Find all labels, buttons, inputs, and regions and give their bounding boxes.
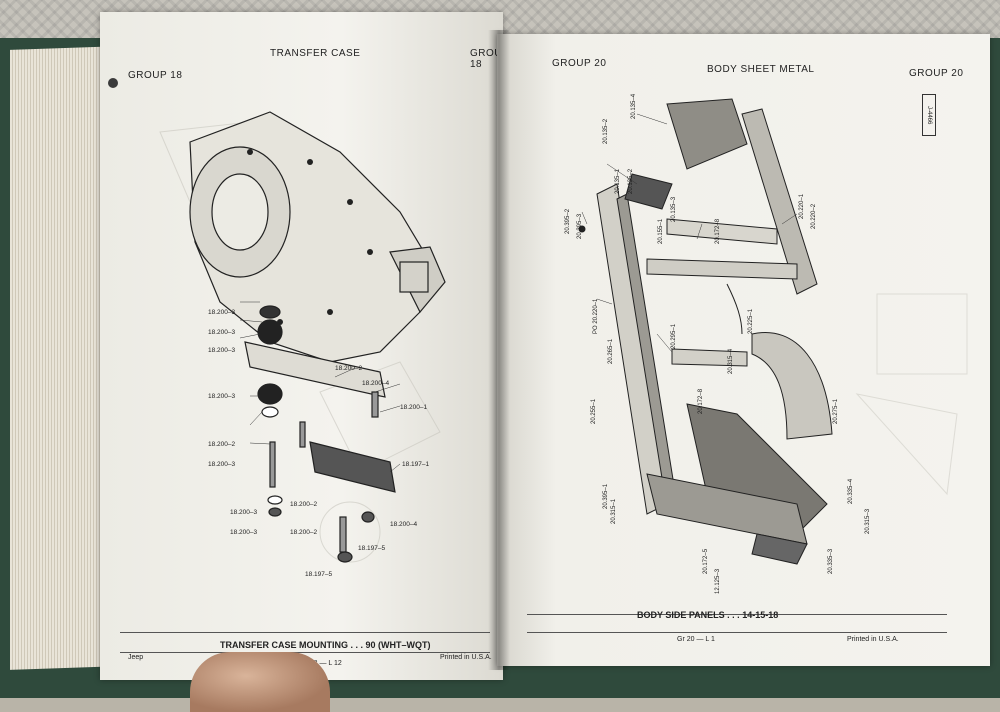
transfer-case-diagram: 18.200–3 18.200–3 18.200–3 18.200–2 18.2… bbox=[159, 111, 446, 578]
callout-label: 20.315–1 bbox=[611, 498, 617, 524]
callout-label: 18.200–3 bbox=[208, 309, 235, 316]
right-page: GROUP 20 BODY SHEET METAL GROUP 20 J-446… bbox=[497, 34, 990, 666]
left-caption: TRANSFER CASE MOUNTING . . . 90 (WHT–WQT… bbox=[220, 640, 431, 650]
left-corner-label: GROUP 18 bbox=[470, 48, 509, 70]
footer-rule bbox=[120, 652, 490, 653]
callout-label: 20.315–4 bbox=[728, 348, 734, 374]
book-gutter bbox=[488, 30, 510, 670]
right-footer-page: Gr 20 — L 1 bbox=[677, 636, 715, 643]
callout-label: 18.200–2 bbox=[335, 365, 362, 372]
callout-label: 18.200–3 bbox=[230, 509, 257, 516]
callout-label: 12.125–3 bbox=[715, 568, 721, 594]
callout-label: 20.225–1 bbox=[748, 308, 754, 334]
footer-brand: Jeep bbox=[128, 654, 144, 661]
right-caption: BODY SIDE PANELS . . . 14-15-18 bbox=[637, 610, 779, 620]
callout-label: 20.135–1 bbox=[615, 168, 621, 194]
callout-label: 20.335–3 bbox=[828, 548, 834, 574]
reference-code-box: J-4466 bbox=[922, 94, 936, 136]
callout-label: 20.295–1 bbox=[671, 323, 677, 349]
callout-label: 18.200–3 bbox=[208, 461, 235, 468]
thumb bbox=[190, 652, 330, 712]
callout-label: 18.200–3 bbox=[208, 393, 235, 400]
caption-rule bbox=[120, 632, 490, 633]
callout-label: 20.135–4 bbox=[631, 93, 637, 119]
callout-label: 18.200–1 bbox=[400, 404, 427, 411]
left-page: GROUP 18 TRANSFER CASE GROUP 18 bbox=[100, 12, 509, 680]
callout-label: 20.220–2 bbox=[811, 203, 817, 229]
callout-label: 18.200–2 bbox=[208, 441, 235, 448]
callout-label: 20.395–1 bbox=[603, 483, 609, 509]
callout-label: 20.220–1 bbox=[799, 193, 805, 219]
callout-label: 20.265–1 bbox=[608, 338, 614, 364]
callout-label: 20.172–8 bbox=[698, 388, 704, 414]
callout-label: 20.135–2 bbox=[628, 168, 634, 194]
callout-label: 18.200–3 bbox=[230, 529, 257, 536]
callout-label: 20.315–3 bbox=[865, 508, 871, 534]
right-group-label: GROUP 20 bbox=[552, 58, 607, 69]
callout-label: 18.200–4 bbox=[390, 521, 417, 528]
callout-label: 20.395–2 bbox=[565, 208, 571, 234]
callout-label: 18.197–5 bbox=[358, 545, 385, 552]
callout-label: 20.135–3 bbox=[671, 196, 677, 222]
callout-label: 20.172–5 bbox=[703, 548, 709, 574]
left-group-label: GROUP 18 bbox=[128, 70, 183, 81]
callout-label: 20.275–1 bbox=[833, 398, 839, 424]
callout-label: 20.255–1 bbox=[591, 398, 597, 424]
right-footer-printed: Printed in U.S.A. bbox=[847, 636, 899, 643]
left-page-title: TRANSFER CASE bbox=[270, 48, 361, 59]
callout-label: 18.197–1 bbox=[402, 461, 429, 468]
callout-label: 18.200–3 bbox=[208, 347, 235, 354]
callout-label: 18.200–2 bbox=[290, 501, 317, 508]
right-group-label-corner: GROUP 20 bbox=[909, 68, 964, 79]
callout-label: 20.172–8 bbox=[715, 218, 721, 244]
callout-label: 18.200–4 bbox=[362, 380, 389, 387]
left-footer-page: Gr 18 — L 12 bbox=[300, 660, 342, 667]
body-side-panel-diagram: 20.135–2 20.135–4 20.135–1 20.135–2 20.3… bbox=[565, 93, 968, 594]
caption-rule bbox=[527, 614, 947, 615]
callout-label: 20.395–3 bbox=[577, 213, 583, 239]
right-page-title: BODY SHEET METAL bbox=[707, 64, 815, 75]
callout-label: 20.335–4 bbox=[848, 478, 854, 504]
callout-label: 20.155–1 bbox=[658, 218, 664, 244]
binder-hole bbox=[108, 78, 118, 88]
callout-label: 18.200–2 bbox=[290, 529, 317, 536]
callout-label: 18.200–3 bbox=[208, 329, 235, 336]
callout-label: PO 20.220–1 bbox=[593, 298, 599, 334]
footer-rule bbox=[527, 632, 947, 633]
left-footer-printed: Printed in U.S.A. bbox=[440, 654, 492, 661]
callout-label: 18.197–5 bbox=[305, 571, 332, 578]
callout-label: 20.135–2 bbox=[603, 118, 609, 144]
